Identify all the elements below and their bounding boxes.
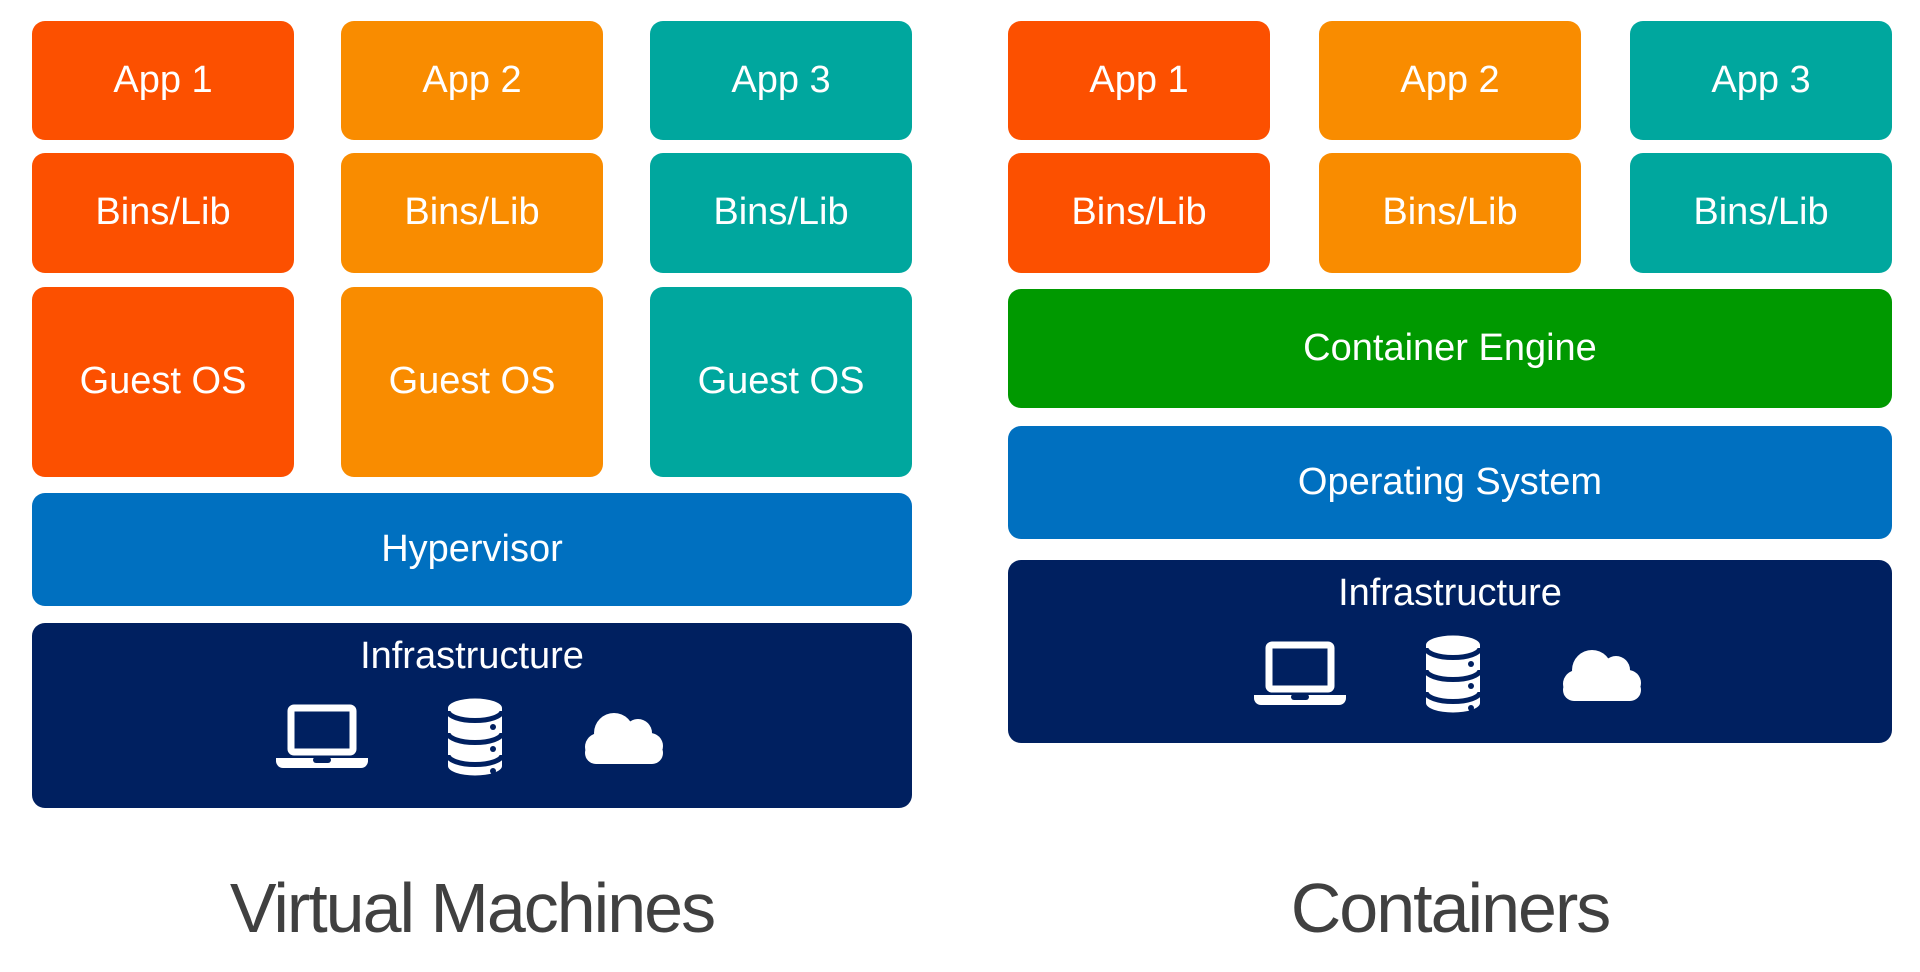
vm-binslib2-box: Bins/Lib <box>341 153 603 273</box>
vm-guestos2-box: Guest OS <box>341 287 603 477</box>
container-app2-box: App 2 <box>1319 21 1581 140</box>
container-infrastructure-layer: Infrastructure <box>1008 560 1892 743</box>
vm-binslib1-box: Bins/Lib <box>32 153 294 273</box>
vm-binslib3-box: Bins/Lib <box>650 153 912 273</box>
container-engine-layer: Container Engine <box>1008 289 1892 408</box>
infrastructure-label: Infrastructure <box>360 635 584 677</box>
vm-guestos1-box: Guest OS <box>32 287 294 477</box>
operating-system-layer: Operating System <box>1008 426 1892 539</box>
container-app1-box: App 1 <box>1008 21 1270 140</box>
database-icon <box>1424 634 1482 714</box>
vm-guestos3-box: Guest OS <box>650 287 912 477</box>
container-app3-box: App 3 <box>1630 21 1892 140</box>
infrastructure-label: Infrastructure <box>1338 572 1562 614</box>
laptop-icon <box>1252 641 1348 707</box>
vm-app2-box: App 2 <box>341 21 603 140</box>
container-binslib1-box: Bins/Lib <box>1008 153 1270 273</box>
containers-title: Containers <box>1290 869 1612 947</box>
container-binslib3-box: Bins/Lib <box>1630 153 1892 273</box>
cloud-icon <box>580 708 670 766</box>
vm-app1-box: App 1 <box>32 21 294 140</box>
cloud-icon <box>1558 645 1648 703</box>
infrastructure-icons-row <box>274 697 670 777</box>
database-icon <box>446 697 504 777</box>
virtual-machines-title: Virtual Machines <box>229 869 716 947</box>
infrastructure-icons-row <box>1252 634 1648 714</box>
hypervisor-layer: Hypervisor <box>32 493 912 606</box>
vm-app3-box: App 3 <box>650 21 912 140</box>
vm-infrastructure-layer: Infrastructure <box>32 623 912 808</box>
laptop-icon <box>274 704 370 770</box>
container-binslib2-box: Bins/Lib <box>1319 153 1581 273</box>
